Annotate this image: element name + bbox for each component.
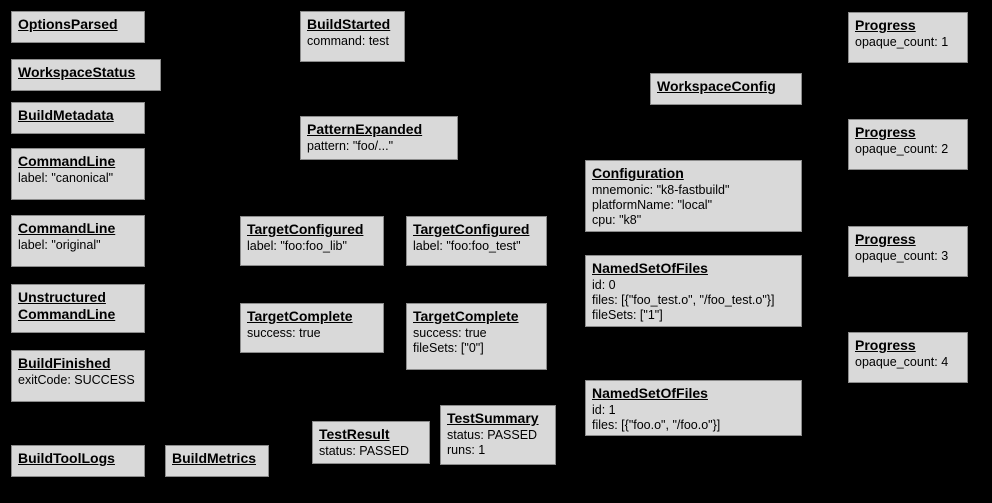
node-target-complete-lib[interactable]: TargetComplete success: true <box>240 303 384 353</box>
node-field: platformName: "local" <box>592 198 713 212</box>
node-target-configured-foo-test[interactable]: TargetConfigured label: "foo:foo_test" <box>406 216 547 266</box>
node-field: mnemonic: "k8-fastbuild" <box>592 183 730 197</box>
node-title: TargetComplete <box>247 308 353 324</box>
node-build-metadata[interactable]: BuildMetadata <box>11 102 145 134</box>
node-progress-2[interactable]: Progress opaque_count: 2 <box>848 119 968 170</box>
node-fields: label: "foo:foo_test" <box>413 239 540 254</box>
node-title: WorkspaceStatus <box>18 64 136 80</box>
node-title: BuildStarted <box>307 16 391 32</box>
node-field: success: true <box>247 326 321 340</box>
node-fields: status: PASSED <box>319 444 423 459</box>
node-field: fileSets: ["0"] <box>413 341 484 355</box>
node-fields: pattern: "foo/..." <box>307 139 451 154</box>
node-title: Progress <box>855 124 916 140</box>
node-progress-4[interactable]: Progress opaque_count: 4 <box>848 332 968 383</box>
node-title: OptionsParsed <box>18 16 118 32</box>
node-workspace-status[interactable]: WorkspaceStatus <box>11 59 161 91</box>
node-field: label: "original" <box>18 238 101 252</box>
node-title: CommandLine <box>18 306 116 322</box>
node-fields: mnemonic: "k8-fastbuild"platformName: "l… <box>592 183 795 228</box>
node-command-line-canonical[interactable]: CommandLine label: "canonical" <box>11 148 145 200</box>
node-field: pattern: "foo/..." <box>307 139 394 153</box>
node-field: status: PASSED <box>447 428 538 442</box>
node-field: opaque_count: 3 <box>855 249 949 263</box>
node-field: files: [{"foo_test.o", "/foo_test.o"}] <box>592 293 775 307</box>
node-field: success: true <box>413 326 487 340</box>
node-fields: command: test <box>307 34 398 49</box>
node-fields: label: "original" <box>18 238 138 253</box>
node-field: opaque_count: 2 <box>855 142 949 156</box>
node-target-configured-foo-lib[interactable]: TargetConfigured label: "foo:foo_lib" <box>240 216 384 266</box>
node-title: TestResult <box>319 426 390 442</box>
node-title: NamedSetOfFiles <box>592 260 708 276</box>
node-configuration[interactable]: Configuration mnemonic: "k8-fastbuild"pla… <box>585 160 802 232</box>
node-field: opaque_count: 4 <box>855 355 949 369</box>
node-fields: opaque_count: 1 <box>855 35 961 50</box>
node-field: command: test <box>307 34 389 48</box>
node-title: CommandLine <box>18 220 116 236</box>
node-title: PatternExpanded <box>307 121 423 137</box>
node-field: runs: 1 <box>447 443 486 457</box>
node-pattern-expanded[interactable]: PatternExpanded pattern: "foo/..." <box>300 116 458 160</box>
node-title: TestSummary <box>447 410 539 426</box>
node-build-started[interactable]: BuildStarted command: test <box>300 11 405 62</box>
node-field: fileSets: ["1"] <box>592 308 663 322</box>
node-title: Configuration <box>592 165 684 181</box>
node-title: TargetConfigured <box>413 221 530 237</box>
node-title: BuildFinished <box>18 355 111 371</box>
node-progress-1[interactable]: Progress opaque_count: 1 <box>848 12 968 63</box>
node-title: Progress <box>855 17 916 33</box>
node-title: WorkspaceConfig <box>657 78 776 94</box>
node-fields: opaque_count: 2 <box>855 142 961 157</box>
node-field: id: 0 <box>592 278 616 292</box>
node-build-tool-logs[interactable]: BuildToolLogs <box>11 445 145 477</box>
node-title: BuildMetrics <box>172 450 257 466</box>
node-field: status: PASSED <box>319 444 410 458</box>
node-fields: success: true <box>247 326 377 341</box>
node-title: CommandLine <box>18 153 116 169</box>
node-workspace-config[interactable]: WorkspaceConfig <box>650 73 802 105</box>
node-fields: label: "foo:foo_lib" <box>247 239 377 254</box>
node-field: cpu: "k8" <box>592 213 642 227</box>
node-title: BuildMetadata <box>18 107 114 123</box>
node-field: exitCode: SUCCESS <box>18 373 135 387</box>
node-fields: exitCode: SUCCESS <box>18 373 138 388</box>
node-title: Progress <box>855 231 916 247</box>
node-command-line-original[interactable]: CommandLine label: "original" <box>11 215 145 267</box>
node-title: TargetConfigured <box>247 221 364 237</box>
node-title: NamedSetOfFiles <box>592 385 708 401</box>
node-field: opaque_count: 1 <box>855 35 949 49</box>
node-field: label: "foo:foo_lib" <box>247 239 347 253</box>
node-field: label: "canonical" <box>18 171 114 185</box>
node-options-parsed[interactable]: OptionsParsed <box>11 11 145 43</box>
node-fields: label: "canonical" <box>18 171 138 186</box>
node-title: TargetComplete <box>413 308 519 324</box>
node-build-finished[interactable]: BuildFinished exitCode: SUCCESS <box>11 350 145 402</box>
node-build-metrics[interactable]: BuildMetrics <box>165 445 269 477</box>
node-title: Progress <box>855 337 916 353</box>
node-title: BuildToolLogs <box>18 450 115 466</box>
node-title: Unstructured <box>18 289 106 305</box>
node-test-result[interactable]: TestResult status: PASSED <box>312 421 430 464</box>
node-field: files: [{"foo.o", "/foo.o"}] <box>592 418 721 432</box>
node-field: id: 1 <box>592 403 616 417</box>
node-field: label: "foo:foo_test" <box>413 239 521 253</box>
node-progress-3[interactable]: Progress opaque_count: 3 <box>848 226 968 277</box>
node-fields: opaque_count: 4 <box>855 355 961 370</box>
node-fields: opaque_count: 3 <box>855 249 961 264</box>
